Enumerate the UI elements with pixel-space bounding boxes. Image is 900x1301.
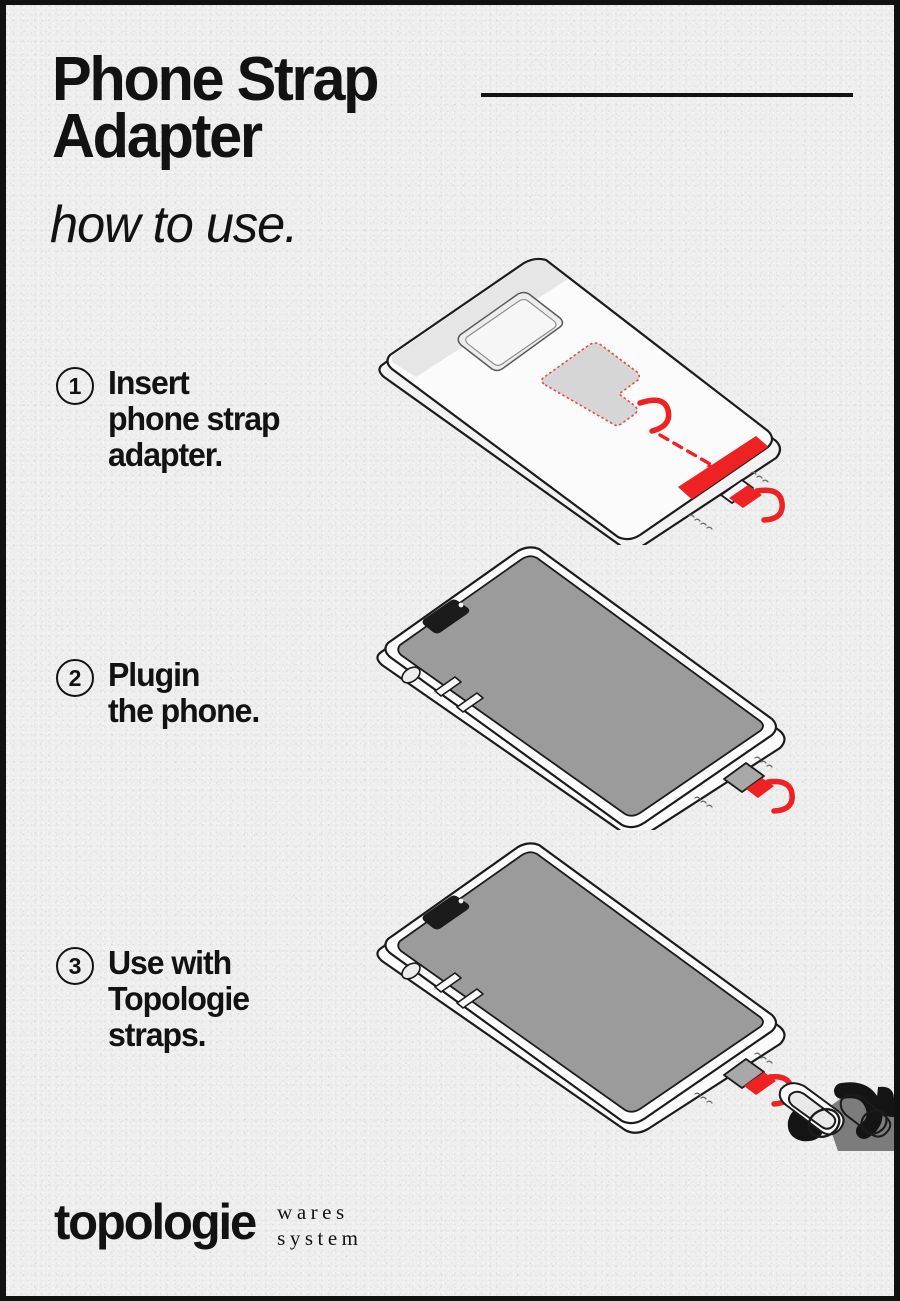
brand-tagline: wares system: [277, 1200, 363, 1251]
adapter-tab-protruding: [729, 485, 785, 523]
header-divider-rule: [481, 93, 853, 97]
plugged-connector: [723, 762, 765, 793]
speaker-grille: [694, 756, 773, 808]
step-1-text: Insert phone strap adapter.: [108, 364, 281, 473]
adapter-loop-ring-ghost: [637, 397, 672, 434]
screen-notch: [422, 895, 470, 930]
step-1-illustration: [372, 255, 792, 550]
side-buttons: [401, 666, 484, 713]
phone-back-with-adapter-insert-svg: [378, 257, 785, 550]
speaker-grille: [694, 1052, 773, 1104]
inserted-adapter-card: [678, 436, 773, 505]
strap-clip-second: [839, 1094, 892, 1138]
screen-notch: [422, 599, 470, 634]
camera-bump: [457, 291, 564, 372]
step-2-number: 2: [56, 659, 94, 697]
step-1: 1 Insert phone strap adapter.: [56, 365, 285, 473]
step-1-number: 1: [56, 367, 94, 405]
step-2-illustration: [372, 545, 802, 838]
phone-front-connector-plugged-svg: [376, 546, 795, 838]
ghost-adapter-shape: [540, 342, 641, 427]
brand-footer: topologie wares system: [54, 1197, 363, 1252]
phone-screen: [397, 851, 764, 1113]
page-subtitle: how to use.: [50, 196, 298, 254]
bottom-edge-details: [688, 471, 769, 530]
carabiner-clip: [778, 1082, 845, 1136]
brand-logo-wordmark: topologie: [54, 1194, 257, 1250]
step-2-text: Plugin the phone.: [108, 656, 260, 729]
step-3: 3 Use with Topologie straps.: [56, 945, 253, 1053]
step-3-illustration: [372, 841, 894, 1156]
link-ring: [807, 1107, 841, 1139]
step-3-number: 3: [56, 947, 94, 985]
phone-front-with-strap-svg: [376, 842, 894, 1151]
step-3-text: Use with Topologie straps.: [108, 944, 250, 1053]
side-buttons: [401, 962, 484, 1009]
step-2: 2 Plugin the phone.: [56, 657, 264, 729]
page-title: Phone Strap Adapter: [52, 45, 380, 172]
adapter-loop: [746, 778, 795, 814]
adapter-loop-ring: [754, 487, 785, 523]
poster-canvas: Phone Strap Adapter how to use.: [6, 5, 894, 1296]
phone-top-band: [392, 260, 568, 377]
phone-screen: [397, 555, 764, 817]
